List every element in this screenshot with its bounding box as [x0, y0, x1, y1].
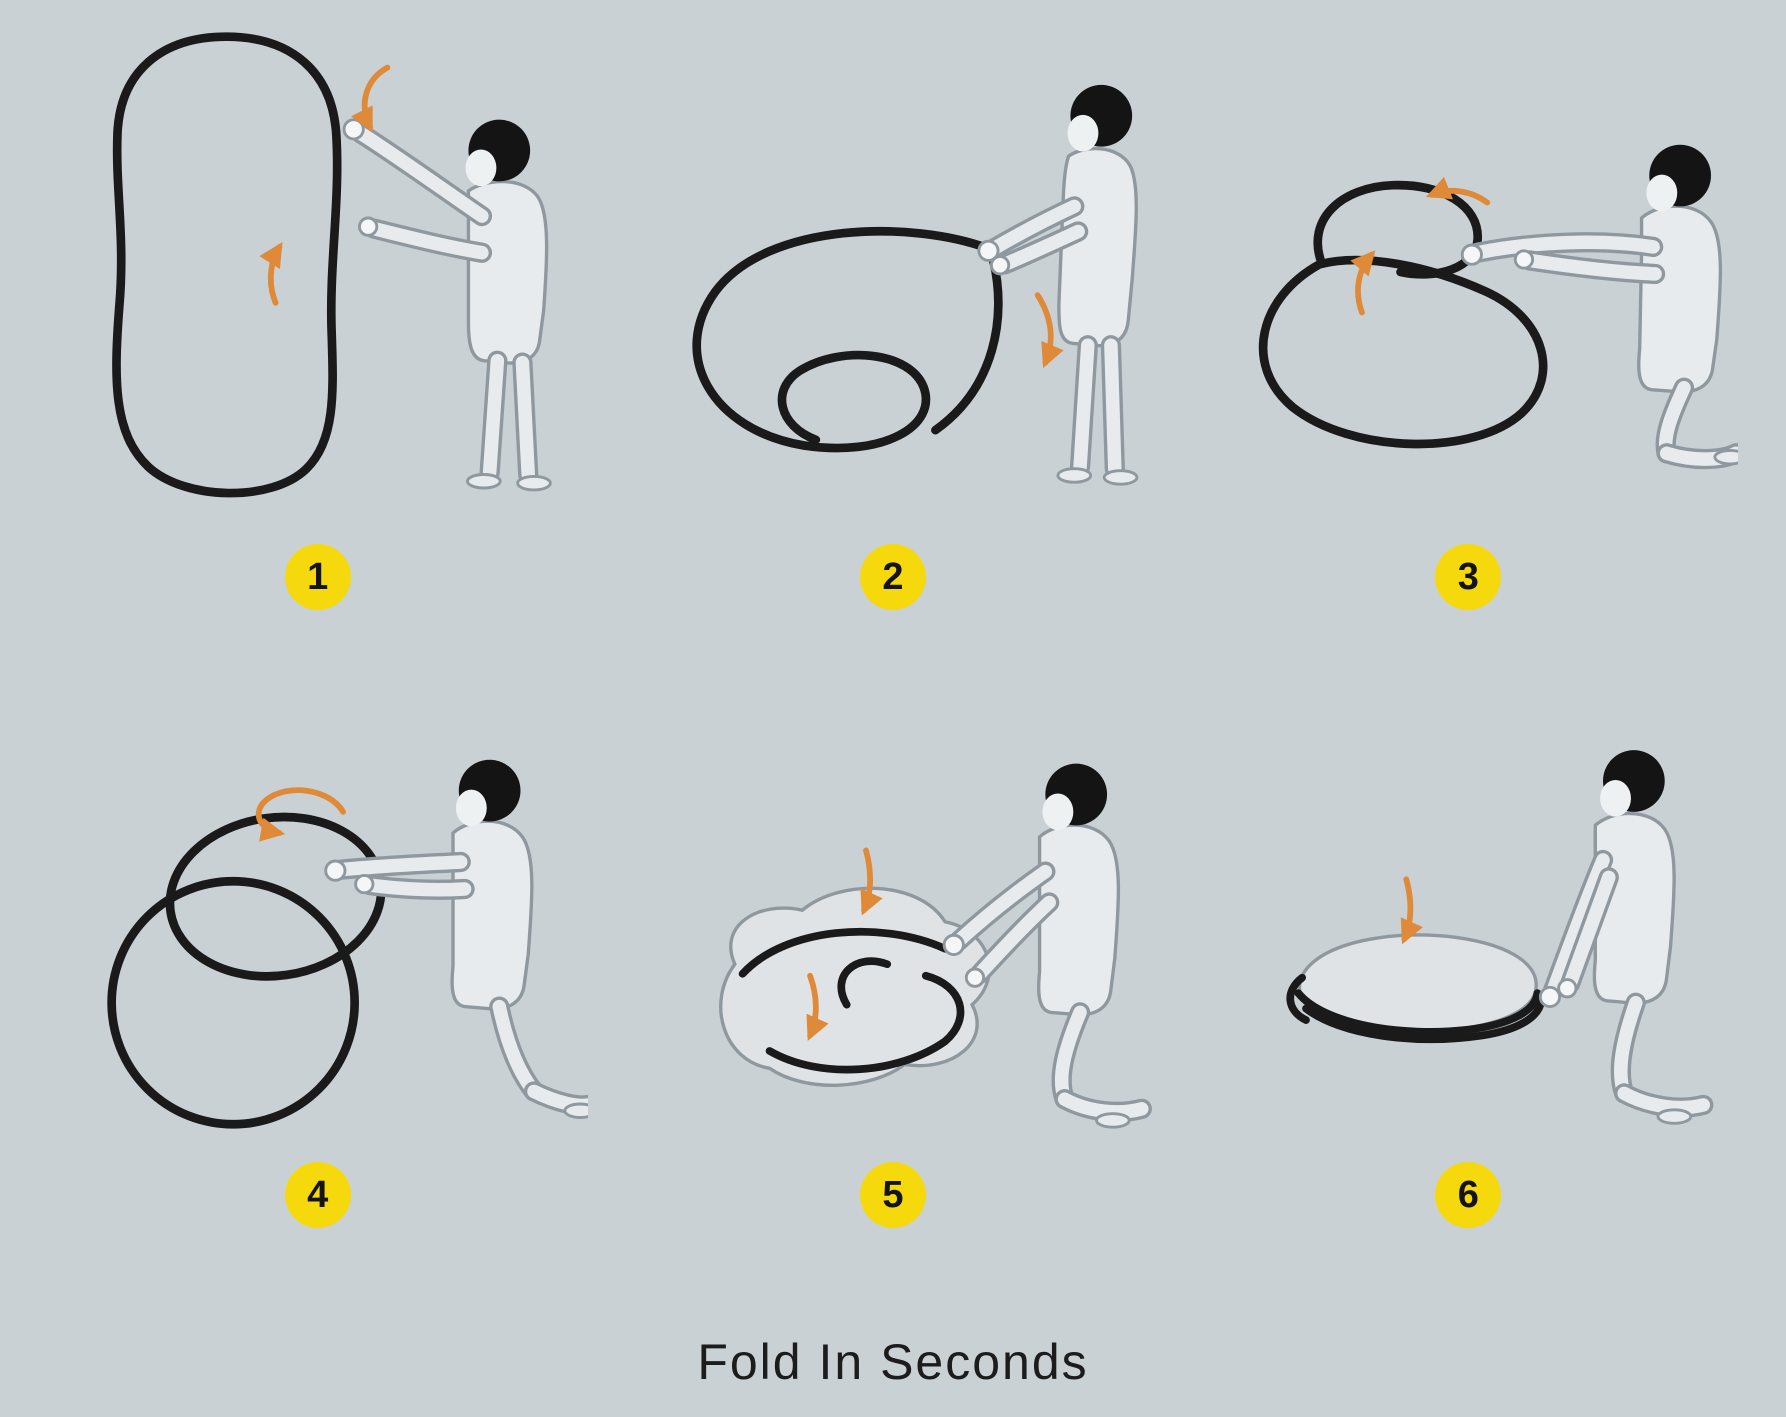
- step-number: 1: [307, 556, 329, 598]
- step-3-illustration: [1259, 144, 1739, 470]
- step-panel-2: 2: [605, 12, 1180, 610]
- step-panel-5: 5: [605, 680, 1180, 1228]
- caption-title: Fold In Seconds: [697, 1334, 1089, 1390]
- step-6-illustration: [1286, 750, 1714, 1125]
- hoop-twisting: [1259, 180, 1548, 449]
- folded-flat-disc: [1286, 933, 1546, 1043]
- step-number: 2: [882, 556, 904, 598]
- fold-down-arrow: [350, 64, 390, 133]
- step-number: 3: [1457, 556, 1479, 598]
- step-panel-4: 4: [30, 680, 605, 1228]
- step-number-badge: 4: [284, 1162, 351, 1228]
- step-number-badge: 2: [859, 544, 926, 610]
- press-down-arrow: [860, 847, 883, 916]
- step-number-badge: 1: [284, 544, 351, 610]
- steps-grid: 1: [30, 12, 1756, 1228]
- step-2-illustration: [692, 84, 1139, 486]
- step-number: 5: [882, 1174, 904, 1216]
- step-1-illustration: [111, 32, 552, 498]
- step-number: 4: [307, 1174, 329, 1216]
- coil-loop-arrow: [255, 787, 346, 842]
- step-number-badge: 3: [1435, 544, 1502, 610]
- step-panel-3: 3: [1181, 12, 1756, 610]
- hoop-double-coil: [106, 812, 386, 1129]
- person-crouching: [942, 763, 1152, 1129]
- push-up-arrow: [258, 242, 283, 306]
- step-number: 6: [1457, 1174, 1479, 1216]
- step-5-illustration: [719, 763, 1152, 1129]
- hoop-folding-over: [692, 226, 1003, 453]
- step-number-badge: 5: [859, 1162, 926, 1228]
- person-crouching: [1539, 750, 1714, 1125]
- person-kneeling: [1461, 144, 1739, 470]
- fold-down-arrow: [1034, 292, 1064, 368]
- step-number-badge: 6: [1435, 1162, 1502, 1228]
- step-panel-6: 6: [1181, 680, 1756, 1228]
- step-panel-1: 1: [30, 12, 605, 610]
- coiled-hoop-with-fabric: [719, 886, 991, 1087]
- person-standing: [342, 118, 552, 492]
- flatten-down-arrow: [1401, 876, 1424, 945]
- step-4-illustration: [106, 759, 588, 1129]
- person-kneeling: [323, 759, 588, 1119]
- hoop-upright: [111, 32, 342, 498]
- person-standing-bent: [977, 84, 1139, 486]
- twist-up-arrow: [1350, 250, 1376, 316]
- fold-in-arrow: [1426, 176, 1491, 206]
- tuck-down-arrow: [806, 972, 829, 1041]
